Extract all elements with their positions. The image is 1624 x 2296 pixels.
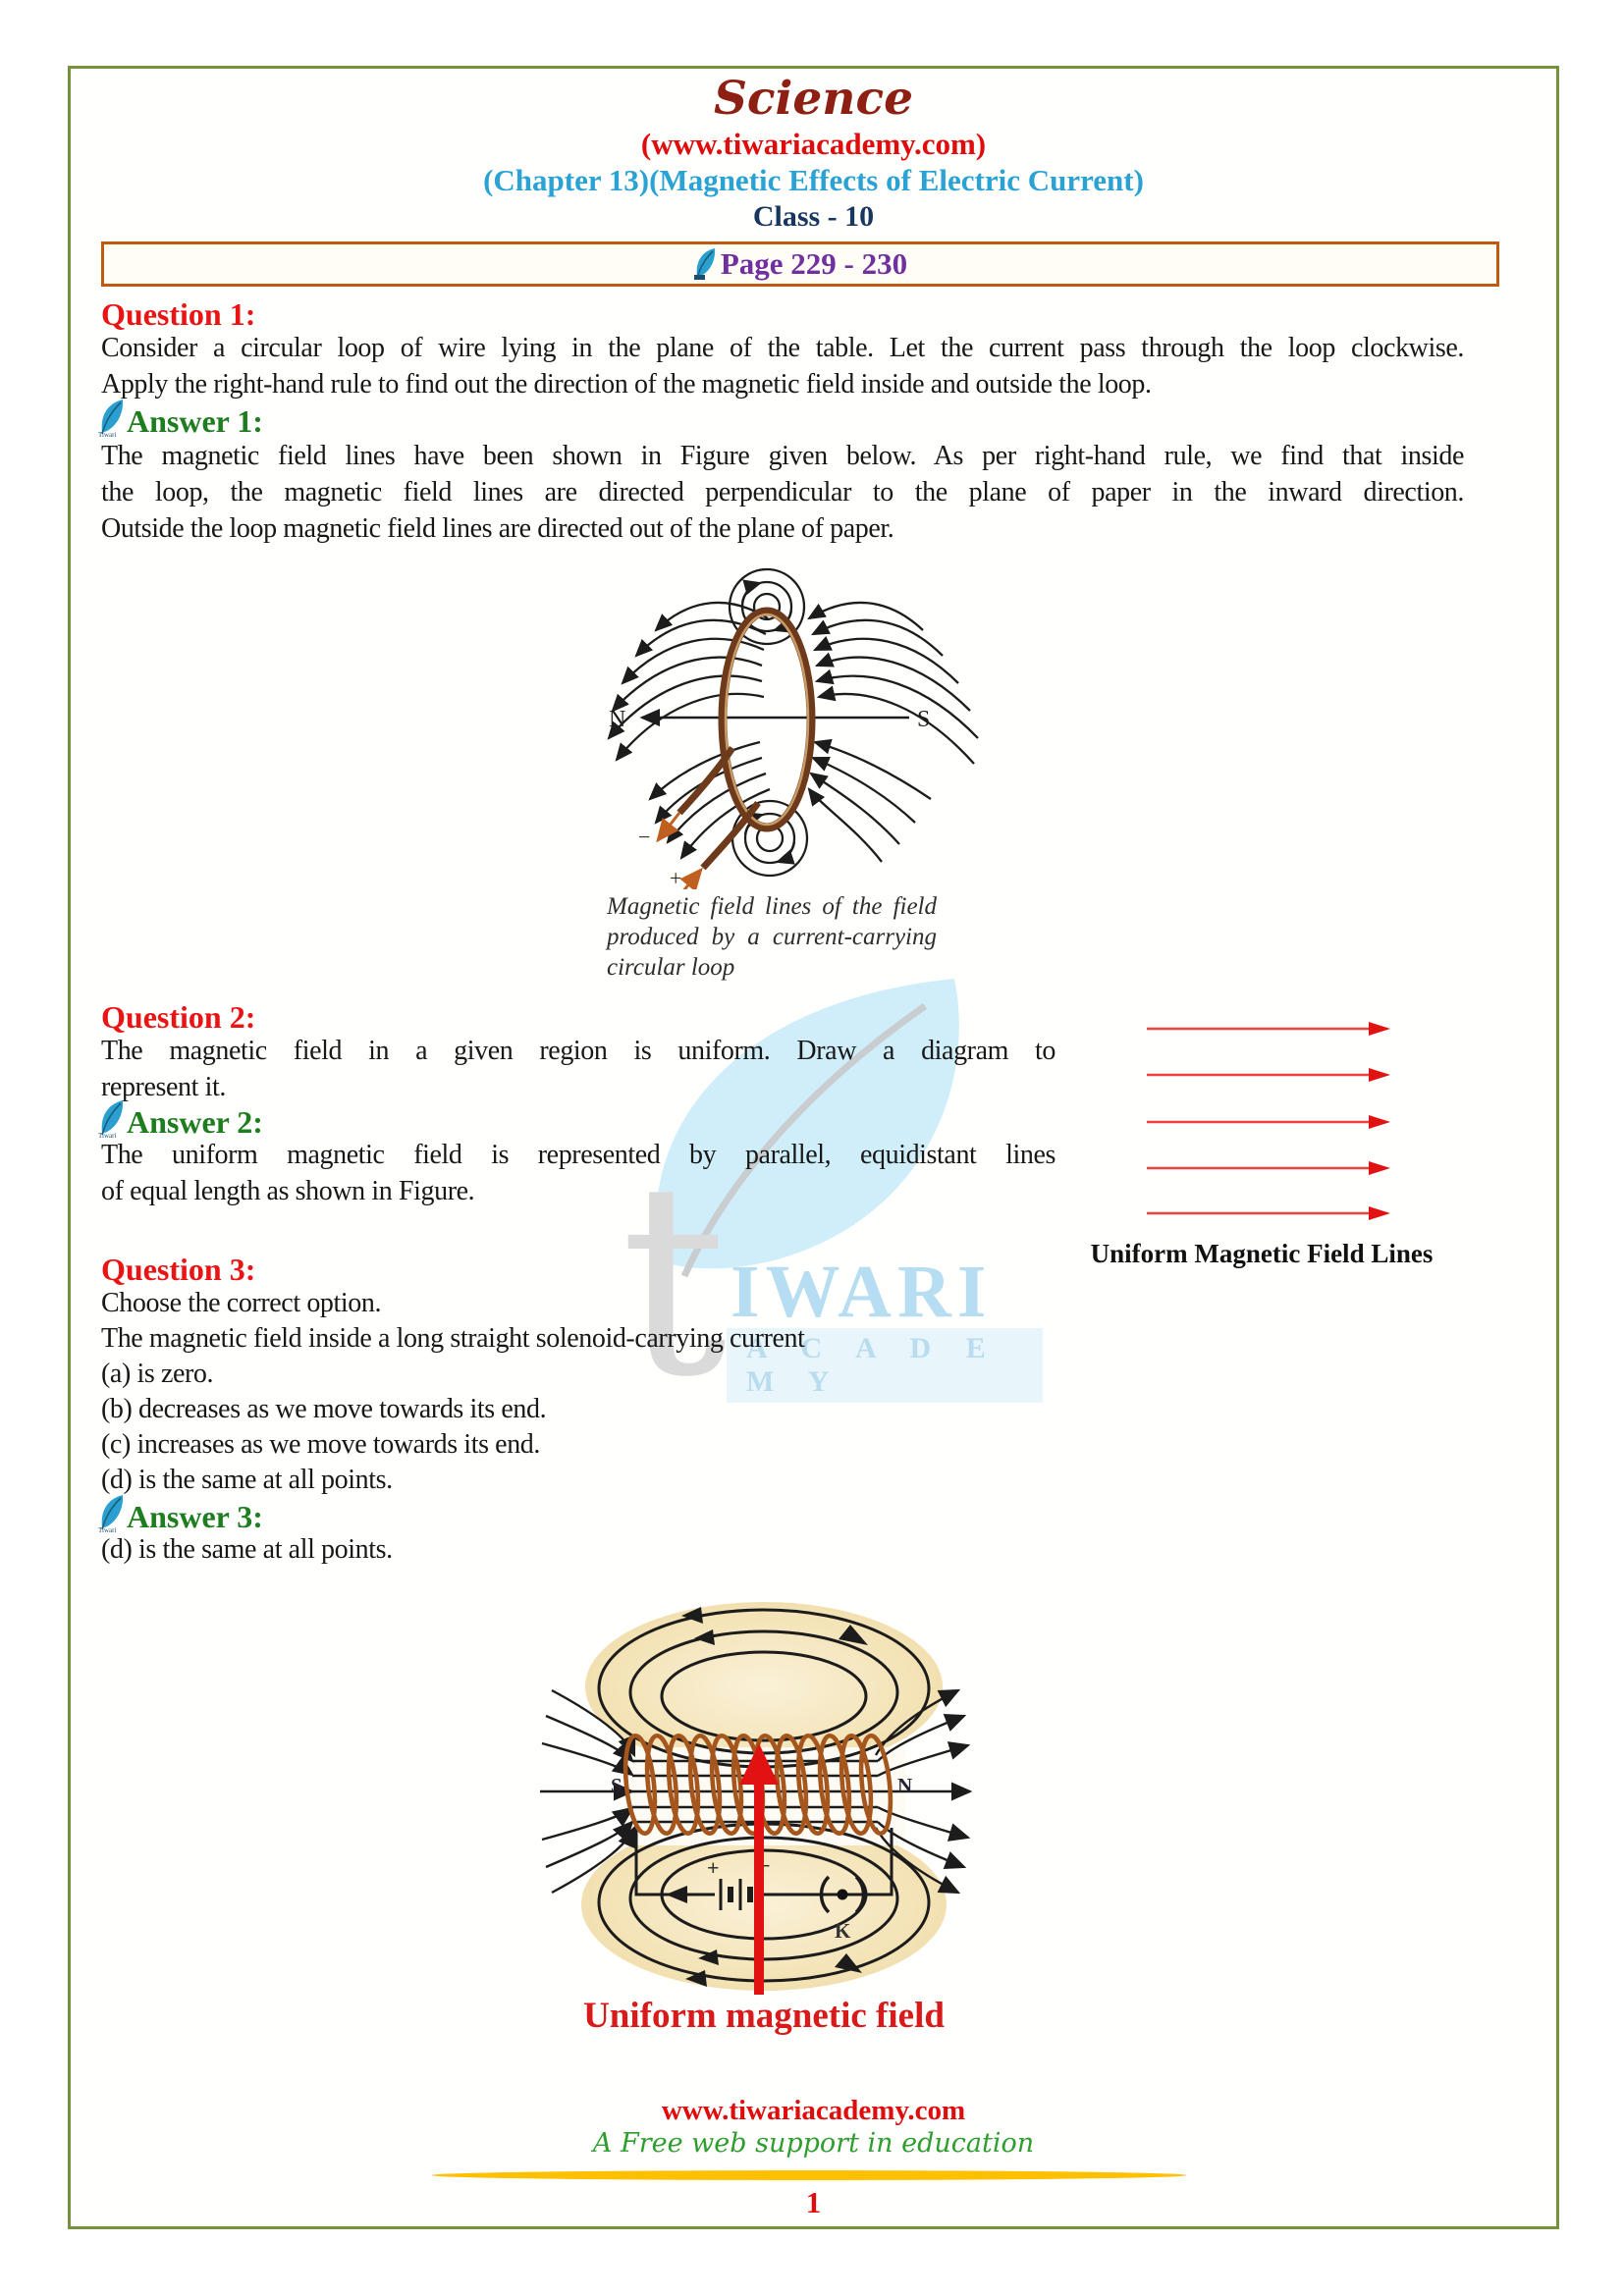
document-page: t IWARI A C A D E M Y Science (www.tiwar… [68,66,1559,2229]
question-3-intro-line: Choose the correct option. [101,1288,382,1318]
question-3-option-d: (d) is the same at all points. [101,1465,393,1495]
circular-loop-field-figure: − + N S [607,567,979,889]
gold-divider [432,2170,1186,2180]
leaf-watermark-icon [656,979,959,1278]
battery-plus-label: + [707,1855,720,1880]
answer-3-heading-row: Tiwari Answer 3: [98,1494,263,1533]
minus-terminal-label: − [638,825,650,849]
footer-tagline: A Free web support in education [592,2128,1035,2159]
watermark-word-academy: A C A D E M Y [727,1328,1043,1403]
feather-logo-micro-label: Tiwari [98,1526,116,1533]
question-3-intro-line: The magnetic field inside a long straigh… [101,1323,805,1354]
answer-1-heading: Answer 1: [127,403,263,439]
question-1-heading: Question 1: [101,296,256,332]
question-1-text-line: Consider a circular loop of wire lying i… [101,333,1464,363]
chapter-title: (Chapter 13)(Magnetic Effects of Electri… [483,163,1144,197]
page-range-label: Page 229 - 230 [720,246,908,281]
class-line: Class - 10 [752,200,875,233]
answer-1-text-line: Outside the loop magnetic field lines ar… [101,513,894,544]
solenoid-south-label: S [611,1774,623,1797]
answer-2-text-line: of equal length as shown in Figure. [101,1176,475,1206]
figure-2-caption: Uniform Magnetic Field Lines [1090,1239,1434,1268]
figure-1-caption: Magnetic field lines of the field produc… [607,891,937,983]
header-website: (www.tiwariacademy.com) [640,127,987,161]
answer-1-heading-row: Tiwari Answer 1: [98,399,263,438]
question-3-option-a: (a) is zero. [101,1359,214,1389]
figure-1-caption-line: Magnetic field lines of the field [607,893,937,920]
solenoid-field-figure: + − K S N [540,1602,973,1995]
question-3-heading: Question 3: [101,1252,256,1287]
south-pole-label: S [917,707,930,732]
feather-logo-icon: Tiwari [98,400,124,438]
tiwari-academy-watermark: t IWARI A C A D E M Y [621,967,1043,1414]
answer-2-heading-row: Tiwari Answer 2: [98,1099,263,1139]
page-number: 1 [805,2185,822,2219]
feather-logo-icon: Tiwari [98,1495,124,1533]
question-3-option-c: (c) increases as we move towards its end… [101,1429,540,1460]
figure-1-caption-line: circular loop [607,954,735,981]
answer-3-text: (d) is the same at all points. [101,1534,393,1565]
question-2-text-line: represent it. [101,1072,226,1102]
page-range-box: Page 229 - 230 [101,241,1499,287]
question-1-text-line: Apply the right-hand rule to find out th… [101,369,1152,400]
answer-1-text-line: the loop, the magnetic field lines are d… [101,477,1464,507]
solenoid-north-label: N [897,1774,912,1797]
watermark-word-iwari: IWARI [731,1251,993,1333]
question-2-heading: Question 2: [101,999,256,1035]
answer-2-heading: Answer 2: [127,1104,263,1140]
question-2-text-line: The magnetic field in a given region is … [101,1036,1056,1066]
feather-logo-micro-label: Tiwari [98,1132,116,1139]
north-pole-label: N [609,707,625,732]
watermark-letter-t: t [621,1126,728,1435]
question-3-option-b: (b) decreases as we move towards its end… [101,1394,547,1424]
key-label: K [835,1919,851,1943]
answer-2-text-line: The uniform magnetic field is represente… [101,1140,1056,1170]
subject-title: Science [713,72,913,126]
feather-logo-icon: Tiwari [98,1100,124,1139]
footer-website: www.tiwariacademy.com [661,2095,966,2126]
figure-3-caption: Uniform magnetic field [583,1996,945,2036]
uniform-field-lines-figure [1147,1022,1390,1220]
page-header: Science (www.tiwariacademy.com) (Chapter… [71,73,1556,235]
answer-1-text-line: The magnetic field lines have been shown… [101,441,1464,471]
answer-3-heading: Answer 3: [127,1499,263,1534]
feather-logo-icon [693,248,715,280]
feather-logo-micro-label: Tiwari [98,431,116,438]
plus-terminal-label: + [670,866,681,889]
figure-1-caption-line: produced by a current-carrying [607,924,937,950]
